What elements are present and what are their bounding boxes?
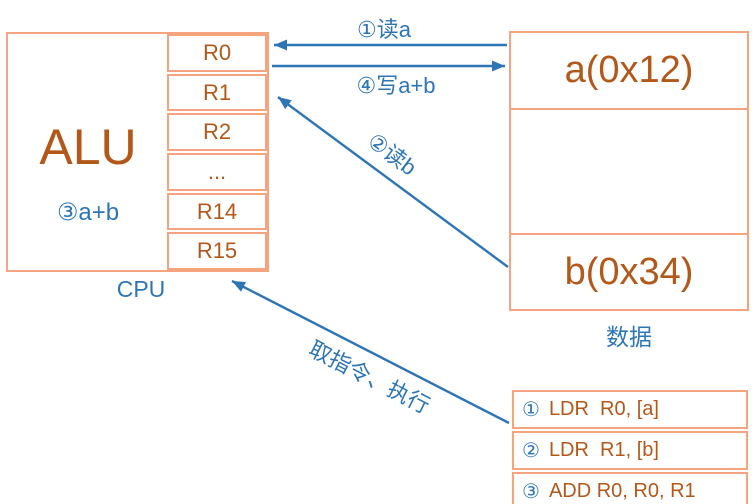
arrow-label-write-sum: ④写a+b — [356, 73, 436, 98]
memory-box: a(0x12) b(0x34) — [509, 31, 749, 311]
instruction-code: LDR R0, [a] — [548, 398, 659, 420]
alu-step-label: ③a+b — [56, 199, 120, 226]
cpu-caption: CPU — [116, 276, 166, 302]
register-cell-r0: R0 — [167, 34, 267, 72]
register-column: R0 R1 R2 ... R14 R15 — [167, 34, 267, 271]
memory-cell-a: a(0x12) — [511, 33, 747, 110]
register-cell-ellipsis: ... — [167, 153, 267, 191]
arrow-label-read-a: ①读a — [357, 17, 411, 42]
arrow-label-read-b: ②读b — [363, 127, 422, 181]
alu-label: ALU — [39, 119, 137, 175]
instruction-number: ② — [522, 440, 540, 462]
register-cell-r2: R2 — [167, 113, 267, 152]
arrow-fetch-execute — [231, 279, 510, 425]
register-cell-r15: R15 — [167, 232, 267, 271]
instruction-code: LDR R1, [b] — [548, 439, 659, 461]
arrow-label-fetch-execute: 取指令、执行 — [304, 336, 434, 419]
memory-cell-b: b(0x34) — [511, 233, 747, 309]
instruction-number: ③ — [522, 481, 540, 503]
instruction-row-1: ① LDR R0, [a] — [512, 390, 748, 429]
instruction-row-2: ② LDR R1, [b] — [512, 431, 748, 470]
instruction-row-3: ③ ADD R0, R0, R1 — [512, 472, 748, 504]
memory-caption: 数据 — [606, 324, 652, 350]
instruction-code: ADD R0, R0, R1 — [548, 480, 696, 502]
arrow-read-b — [277, 96, 509, 268]
instruction-number: ① — [522, 399, 540, 421]
register-cell-r1: R1 — [167, 73, 267, 112]
register-cell-r14: R14 — [167, 192, 267, 231]
cpu-box: ALU ③a+b R0 R1 R2 ... R14 R15 — [6, 32, 269, 272]
instruction-box: ① LDR R0, [a] ② LDR R1, [b] ③ ADD R0, R0… — [512, 390, 748, 504]
memory-cell-empty — [511, 110, 747, 233]
